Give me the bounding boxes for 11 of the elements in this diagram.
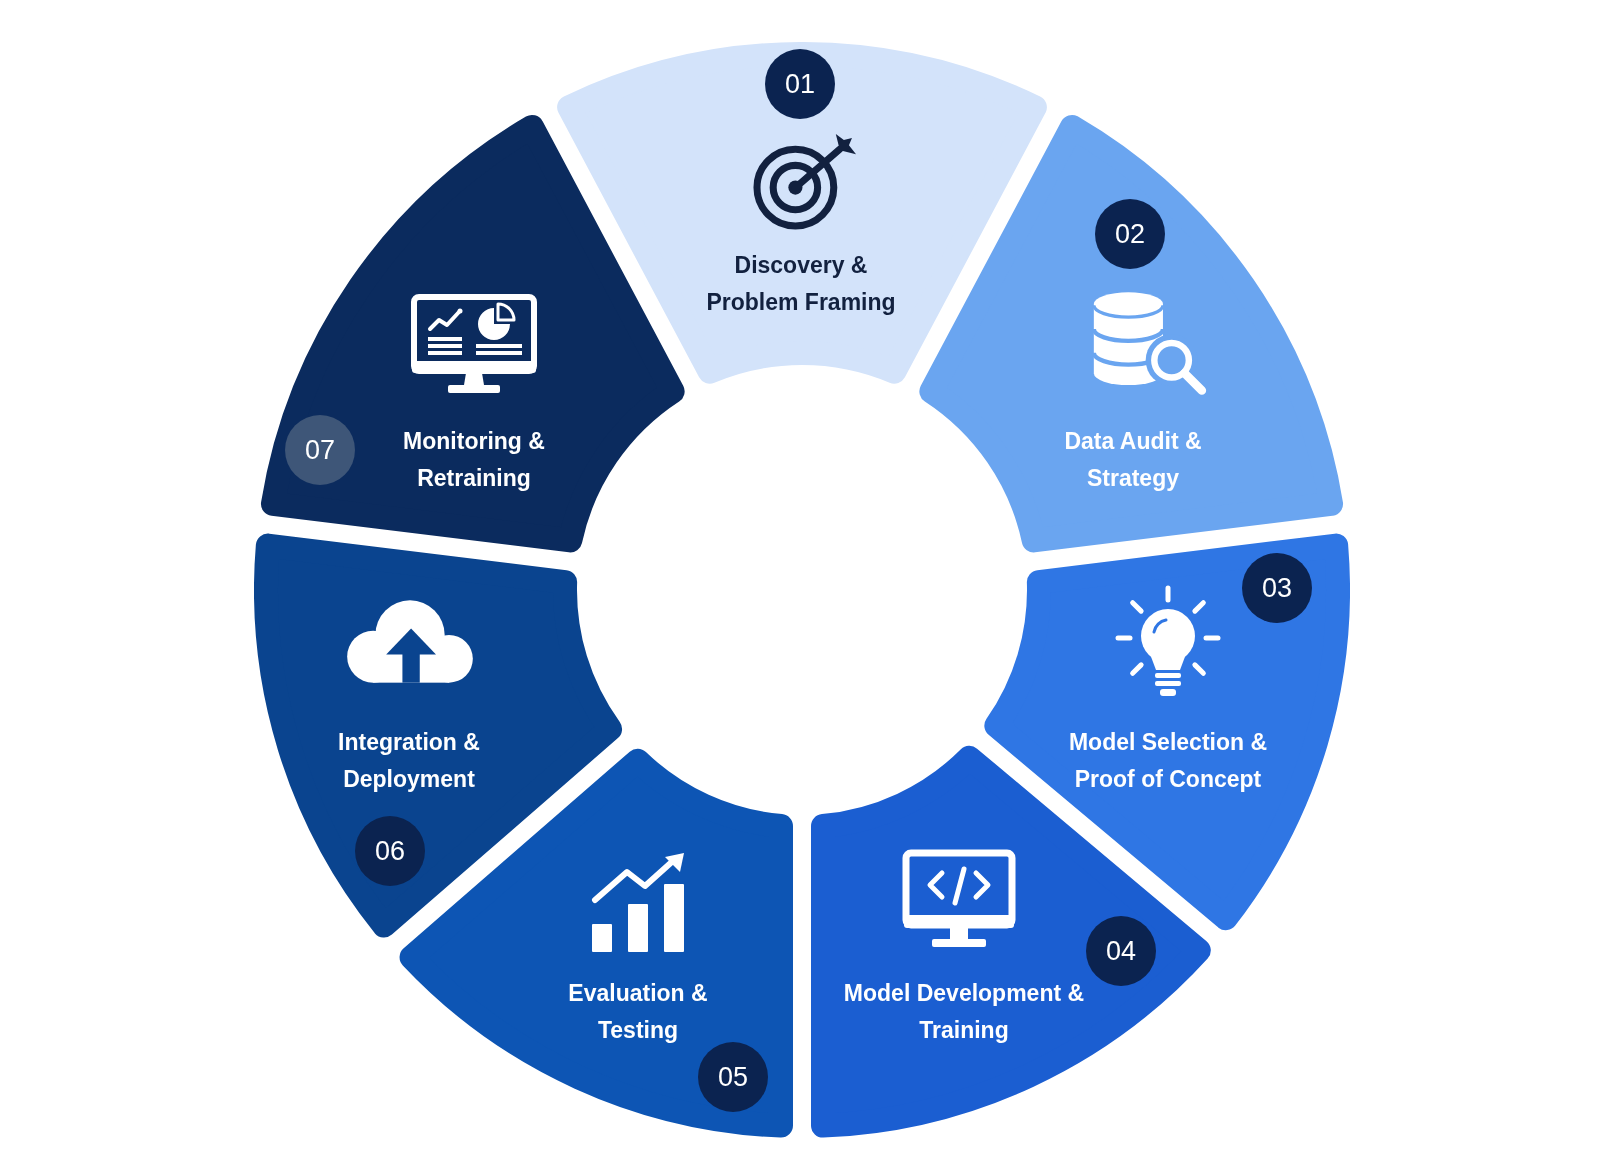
- step-title: Integration & Deployment: [337, 728, 481, 794]
- step-title: Discovery & Problem Framing: [705, 251, 897, 317]
- step-title: Data Audit & Strategy: [1063, 427, 1203, 493]
- step-title: Monitoring & Retraining: [402, 427, 546, 493]
- step-title: Model Selection & Proof of Concept: [1067, 728, 1269, 794]
- step-title: Model Development & Training: [842, 979, 1086, 1045]
- ring-segment: [254, 533, 623, 938]
- step-title: Evaluation & Testing: [567, 979, 709, 1045]
- ring-segment: [919, 114, 1344, 553]
- ring-segment: [260, 114, 685, 553]
- ring-segment: [557, 42, 1047, 384]
